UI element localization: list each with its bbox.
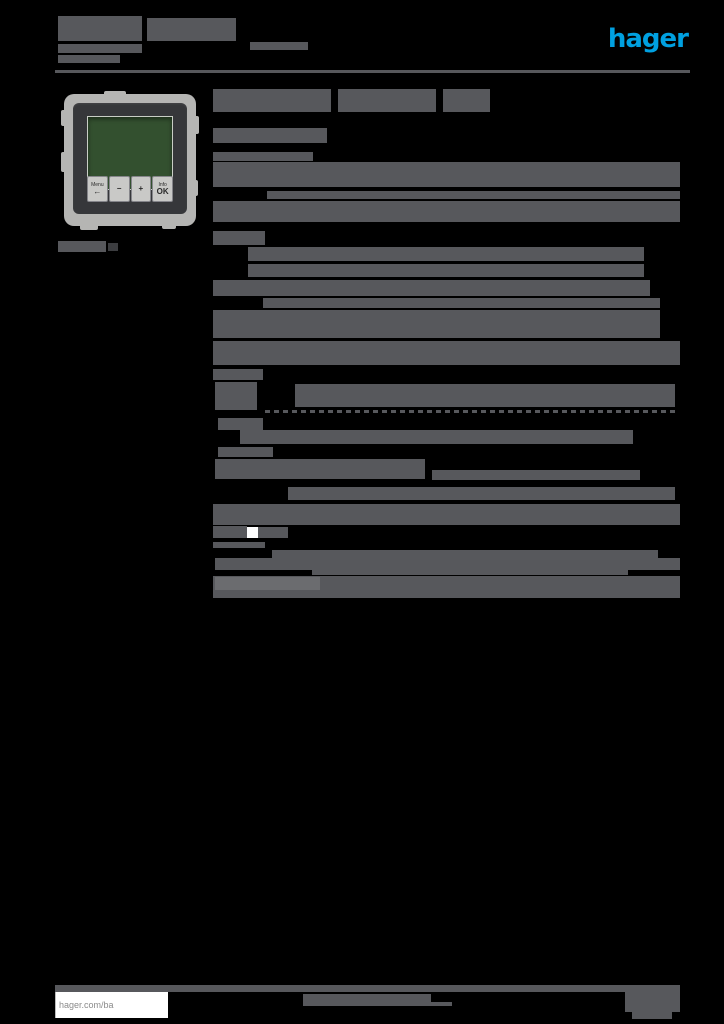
- footer-text-blob: [388, 1002, 452, 1006]
- spec-row-bar: [213, 341, 680, 365]
- product-ref-blob: [58, 241, 106, 252]
- section-subtitle-blob: [213, 128, 327, 143]
- footer-page-blob: [625, 992, 680, 1012]
- left-arrow-icon: ←: [93, 186, 102, 196]
- device-button-row: Menu ← − + Info OK: [87, 176, 173, 202]
- spec-label-blob: [215, 382, 257, 410]
- doc-title-blob: [213, 89, 331, 112]
- header-subtext-blob: [250, 42, 308, 50]
- spec-row-bar: [432, 470, 640, 480]
- mounting-claw: [191, 116, 199, 134]
- spec-row-bar: [240, 430, 633, 444]
- mounting-claw: [61, 110, 70, 126]
- paragraph-line: [213, 201, 680, 222]
- device-button-label: Menu: [91, 181, 104, 188]
- footer-divider-bar: [55, 985, 680, 992]
- spec-row-bar: [213, 504, 680, 525]
- mounting-claw: [191, 180, 198, 196]
- spec-label-blob: [213, 369, 263, 380]
- plus-icon: +: [138, 184, 144, 193]
- mounting-claw: [104, 91, 126, 98]
- device-menu-button: Menu ←: [87, 176, 108, 202]
- spec-row-bar: [213, 280, 650, 296]
- paragraph-line: [267, 191, 680, 199]
- spec-row-bar: [215, 558, 680, 570]
- spec-label-blob: [213, 526, 247, 538]
- symbol-placeholder: [247, 527, 258, 538]
- header-text-blob: [58, 16, 142, 41]
- minus-icon: −: [116, 184, 122, 193]
- spec-label-blob: [218, 447, 273, 457]
- header-divider-line: [55, 70, 690, 73]
- footer-page-blob: [632, 1012, 672, 1019]
- spec-row-bar: [295, 384, 675, 407]
- spec-label-blob: [213, 231, 265, 245]
- spec-row-bar: [215, 459, 425, 479]
- footer-website-box[interactable]: hager.com/ba: [55, 992, 168, 1018]
- device-info-ok-button: Info OK: [152, 176, 173, 202]
- product-photo: Menu ← − + Info OK: [60, 88, 200, 236]
- device-button-label: Info: [158, 181, 167, 188]
- hager-logo: hager: [607, 24, 689, 54]
- dotted-separator: [265, 410, 675, 413]
- device-button-label: OK: [156, 186, 169, 196]
- spec-row-bar: [263, 298, 660, 308]
- device-mounting-frame: Menu ← − + Info OK: [61, 91, 199, 230]
- spec-label-blob: [258, 527, 288, 538]
- header-subtext-blob: [58, 44, 142, 53]
- spec-row-bar: [312, 570, 628, 575]
- device-minus-button: −: [108, 176, 130, 202]
- doc-title-blob: [338, 89, 436, 112]
- header-text-blob: [147, 18, 236, 41]
- doc-title-blob: [443, 89, 490, 112]
- paragraph-line: [213, 162, 680, 187]
- spec-row-bar: [248, 264, 644, 277]
- mounting-claw: [61, 152, 69, 172]
- spec-label-blob: [218, 418, 263, 430]
- spec-label-blob: [213, 542, 265, 548]
- paragraph-line: [213, 152, 313, 161]
- header-subtext-blob: [58, 55, 120, 63]
- product-ref-blob: [108, 243, 118, 251]
- mounting-claw: [162, 222, 176, 229]
- spec-row-bar: [213, 310, 660, 338]
- footer-website-link[interactable]: hager.com/ba: [59, 1000, 114, 1010]
- spec-row-bar: [288, 487, 675, 500]
- mounting-claw: [80, 222, 98, 230]
- spec-row-bar: [248, 247, 644, 261]
- spec-row-bar: [272, 550, 658, 558]
- device-front-plate: Menu ← − + Info OK: [73, 103, 187, 214]
- spec-row-highlight: [215, 577, 320, 590]
- spec-row-bar: [213, 576, 680, 598]
- device-plus-button: +: [130, 176, 152, 202]
